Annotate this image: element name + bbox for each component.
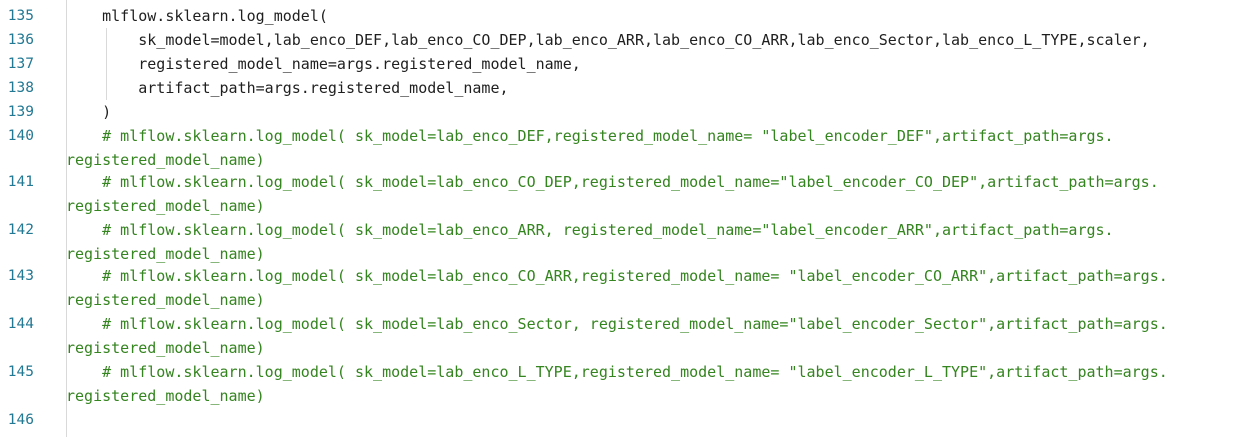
comment-line[interactable]: # mlflow.sklearn.log_model( sk_model=lab… — [66, 221, 1114, 239]
line-number: 145 — [7, 364, 34, 380]
line-number: 141 — [7, 174, 34, 190]
code-line[interactable]: registered_model_name=args.registered_mo… — [66, 55, 581, 73]
line-number: 137 — [7, 56, 34, 72]
comment-line[interactable]: # mlflow.sklearn.log_model( sk_model=lab… — [66, 315, 1168, 333]
code-line[interactable]: ) — [66, 103, 112, 121]
comment-line[interactable]: registered_model_name) — [66, 151, 265, 169]
code-line[interactable]: mlflow.sklearn.log_model( — [66, 7, 328, 25]
code-line[interactable]: sk_model=model,lab_enco_DEF,lab_enco_CO_… — [66, 31, 1150, 49]
comment-line[interactable]: # mlflow.sklearn.log_model( sk_model=lab… — [66, 363, 1168, 381]
line-number: 138 — [7, 80, 34, 96]
line-number: 142 — [7, 222, 34, 238]
comment-line[interactable]: registered_model_name) — [66, 245, 265, 263]
comment-line[interactable]: registered_model_name) — [66, 387, 265, 405]
indent-guide — [106, 28, 107, 100]
code-line[interactable]: artifact_path=args.registered_model_name… — [66, 79, 509, 97]
code-area[interactable]: . . . . . . mlflow.sklearn.log_model( sk… — [66, 0, 1256, 437]
clipped-previous-line: . . . . . . — [232, 0, 331, 5]
line-number: 140 — [7, 128, 34, 144]
comment-line[interactable]: # mlflow.sklearn.log_model( sk_model=lab… — [66, 173, 1159, 191]
line-number: 135 — [7, 8, 34, 24]
comment-line[interactable]: # mlflow.sklearn.log_model( sk_model=lab… — [66, 127, 1114, 145]
line-number-gutter: 135 136 137 138 139 140 141 142 143 144 145 146 — [0, 0, 60, 437]
line-number: 139 — [7, 104, 34, 120]
indent-guide — [66, 0, 67, 437]
comment-line[interactable]: registered_model_name) — [66, 339, 265, 357]
line-number: 136 — [7, 32, 34, 48]
line-number: 146 — [7, 412, 34, 428]
line-number: 144 — [7, 316, 34, 332]
line-number: 143 — [7, 268, 34, 284]
comment-line[interactable]: registered_model_name) — [66, 291, 265, 309]
comment-line[interactable]: registered_model_name) — [66, 197, 265, 215]
comment-line[interactable]: # mlflow.sklearn.log_model( sk_model=lab… — [66, 267, 1168, 285]
